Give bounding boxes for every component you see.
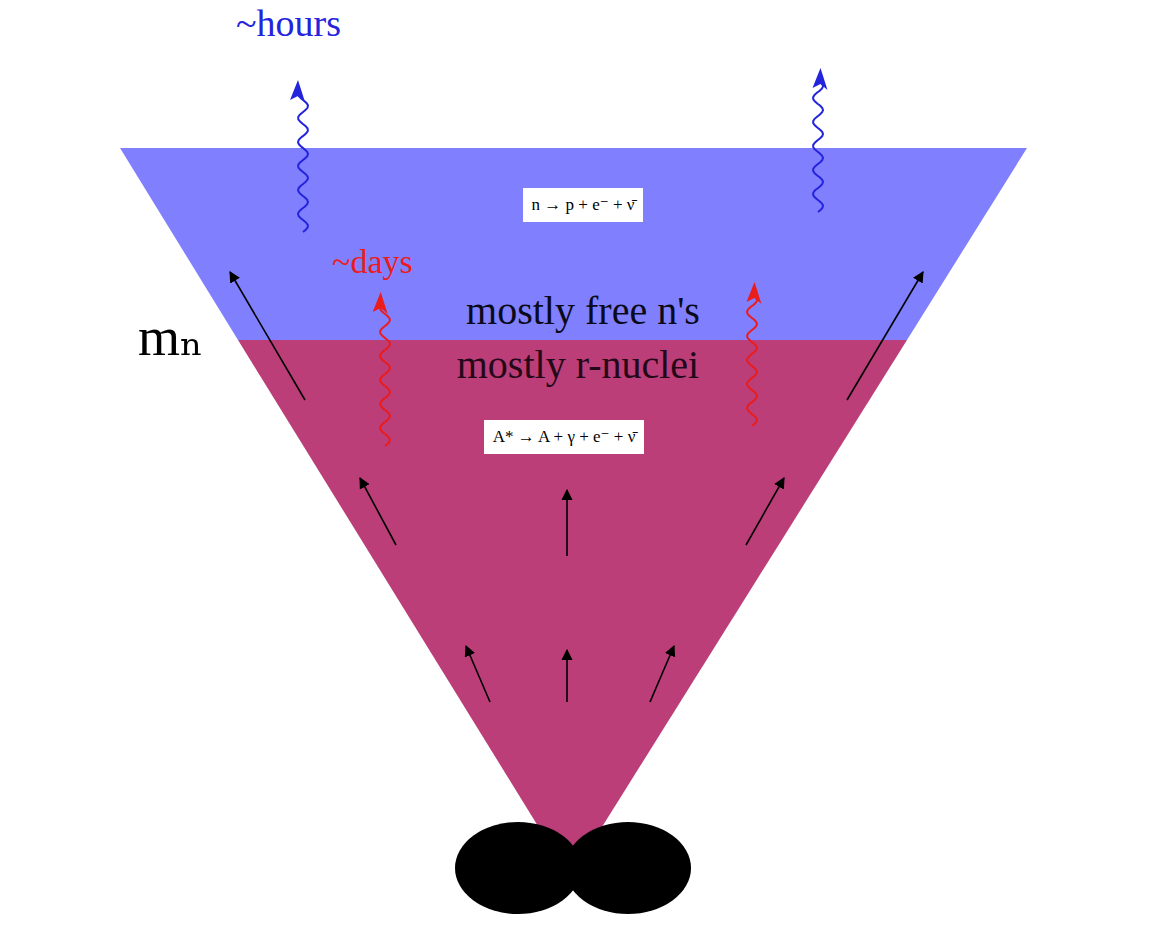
region-band: mostly free n's n → p + e⁻ + ν̄ <box>120 148 1027 340</box>
timescale-label: ~days <box>332 242 413 281</box>
wave-arrowhead <box>813 68 828 90</box>
timescale-label: ~hours <box>236 2 341 46</box>
flow-arrow <box>650 646 674 702</box>
mass-label: mₙ <box>138 306 203 368</box>
region-label: mostly free n's <box>466 288 700 334</box>
neutron-star <box>455 822 581 914</box>
flow-arrow <box>746 478 784 545</box>
flow-arrow <box>230 272 305 400</box>
region-band: mostly r-nuclei A* → A + γ + e⁻ + ν̄ <box>238 340 907 878</box>
wavy-line <box>298 94 308 232</box>
wave-arrowhead <box>747 282 762 304</box>
photon-waves <box>290 68 828 446</box>
wavy-line <box>380 306 390 446</box>
flow-arrow <box>360 478 396 545</box>
equation-text: A* → A + γ + e⁻ + ν̄ <box>493 426 636 448</box>
wave-arrowhead <box>373 292 388 314</box>
wavy-line <box>813 82 823 212</box>
flow-arrow <box>466 646 490 702</box>
band-polygon <box>238 340 907 878</box>
wave-arrowhead <box>290 80 305 102</box>
flow-arrow <box>566 490 568 556</box>
flow-arrow <box>566 650 568 702</box>
equation-text: n → p + e⁻ + ν̄ <box>532 194 635 216</box>
flow-arrow <box>847 272 923 400</box>
expansion-arrows <box>230 272 923 702</box>
region-label: mostly r-nuclei <box>457 342 699 388</box>
band-polygon <box>120 148 1027 340</box>
equation-box: n → p + e⁻ + ν̄ <box>523 188 644 222</box>
neutron-star <box>565 822 691 914</box>
wavy-line <box>747 296 757 426</box>
equation-box: A* → A + γ + e⁻ + ν̄ <box>484 420 645 454</box>
